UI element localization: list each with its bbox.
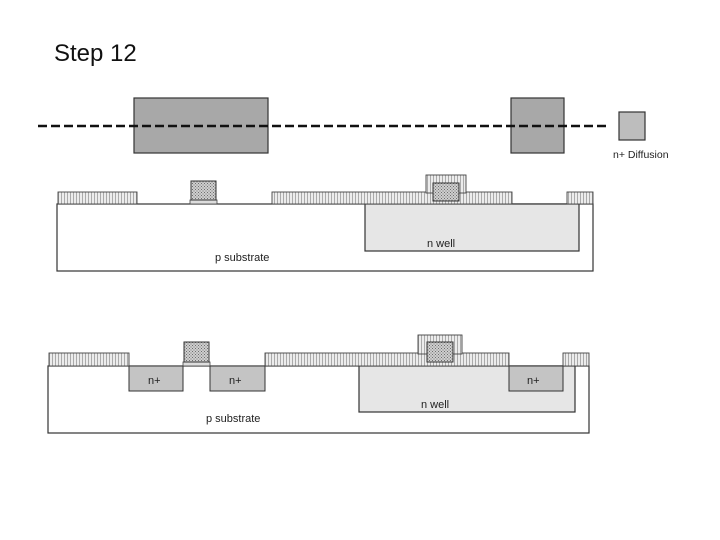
polysilicon-gate — [183, 341, 210, 363]
field-oxide — [48, 352, 130, 367]
legend-label: n+ Diffusion — [613, 149, 669, 161]
n-plus-diffusion — [128, 365, 184, 392]
substrate-label: p substrate — [206, 413, 260, 425]
field-oxide — [264, 352, 510, 367]
polysilicon-gate — [432, 182, 460, 202]
field-oxide — [271, 191, 513, 205]
thin-oxide — [182, 361, 211, 367]
thin-oxide — [189, 199, 218, 205]
diffusion-label: n+ — [229, 375, 242, 387]
legend: n+ Diffusion — [613, 111, 669, 161]
field-oxide — [562, 352, 590, 367]
slide-title: Step 12 — [54, 40, 137, 67]
cross-section-bottom: n+ n+ n+ n well p substrate — [47, 334, 590, 434]
well-label: n well — [421, 399, 449, 411]
diffusion-label: n+ — [527, 375, 540, 387]
field-oxide — [57, 191, 138, 205]
well-label: n well — [427, 238, 455, 250]
field-oxide — [566, 191, 594, 205]
diffusion-label: n+ — [148, 375, 161, 387]
mask-layer — [38, 97, 606, 154]
n-plus-diffusion — [508, 365, 564, 392]
n-plus-diffusion — [209, 365, 266, 392]
cross-section-top: n well p substrate — [56, 174, 594, 272]
legend-swatch — [618, 111, 646, 141]
n-well — [364, 203, 580, 252]
substrate-label: p substrate — [215, 252, 269, 264]
polysilicon-gate — [426, 341, 454, 363]
polysilicon-gate — [190, 180, 217, 201]
